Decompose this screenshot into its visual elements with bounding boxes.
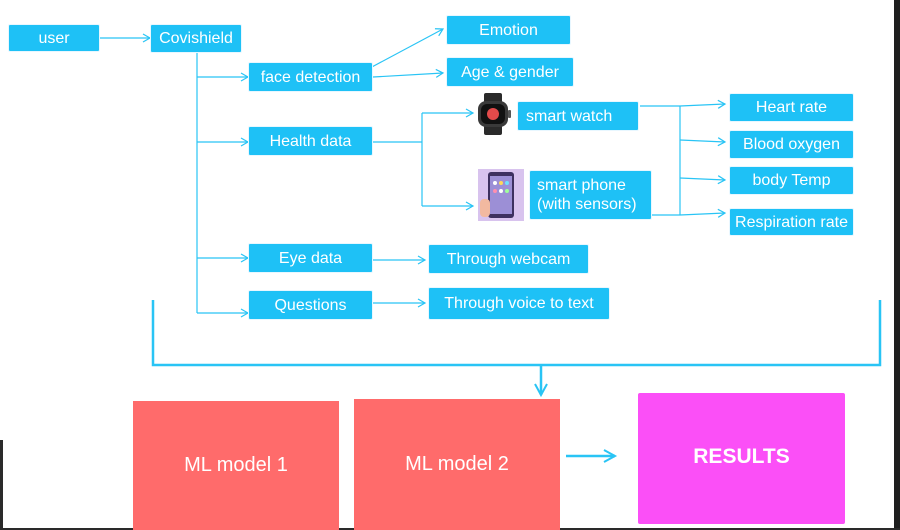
node-heart-rate: Heart rate <box>729 93 854 122</box>
node-health-data: Health data <box>248 126 373 156</box>
window-edge-right <box>894 0 900 530</box>
ml-model-1: ML model 1 <box>133 401 339 530</box>
smartwatch-icon <box>478 93 511 135</box>
ml-model-2: ML model 2 <box>354 399 560 530</box>
node-smart-watch: smart watch <box>517 101 639 131</box>
node-emotion: Emotion <box>446 15 571 45</box>
results-box: RESULTS <box>638 393 845 524</box>
edge-temp <box>679 175 727 185</box>
node-blood-oxygen: Blood oxygen <box>729 130 854 159</box>
node-through-voice: Through voice to text <box>428 287 610 320</box>
window-edge-left <box>0 440 3 530</box>
edge-face-emotion <box>369 28 445 69</box>
smartphone-icon <box>478 169 524 221</box>
node-questions: Questions <box>248 290 373 320</box>
node-age-gender: Age & gender <box>446 57 574 87</box>
edge-face-age <box>372 68 445 78</box>
node-smart-phone: smart phone (with sensors) <box>529 170 652 220</box>
edge-respiration <box>679 208 727 218</box>
node-through-webcam: Through webcam <box>428 244 589 274</box>
collector-bracket <box>151 300 882 367</box>
node-covishield: Covishield <box>150 24 242 53</box>
node-user: user <box>8 24 100 52</box>
node-face-detection: face detection <box>248 62 373 92</box>
edge-oxygen <box>679 137 727 147</box>
smart-phone-sensors-label: (with sensors) <box>537 196 637 213</box>
node-eye-data: Eye data <box>248 243 373 273</box>
smart-phone-label: smart phone <box>537 177 626 194</box>
edge-heart <box>679 99 727 109</box>
node-body-temp: body Temp <box>729 166 854 195</box>
node-respiration-rate: Respiration rate <box>729 208 854 236</box>
